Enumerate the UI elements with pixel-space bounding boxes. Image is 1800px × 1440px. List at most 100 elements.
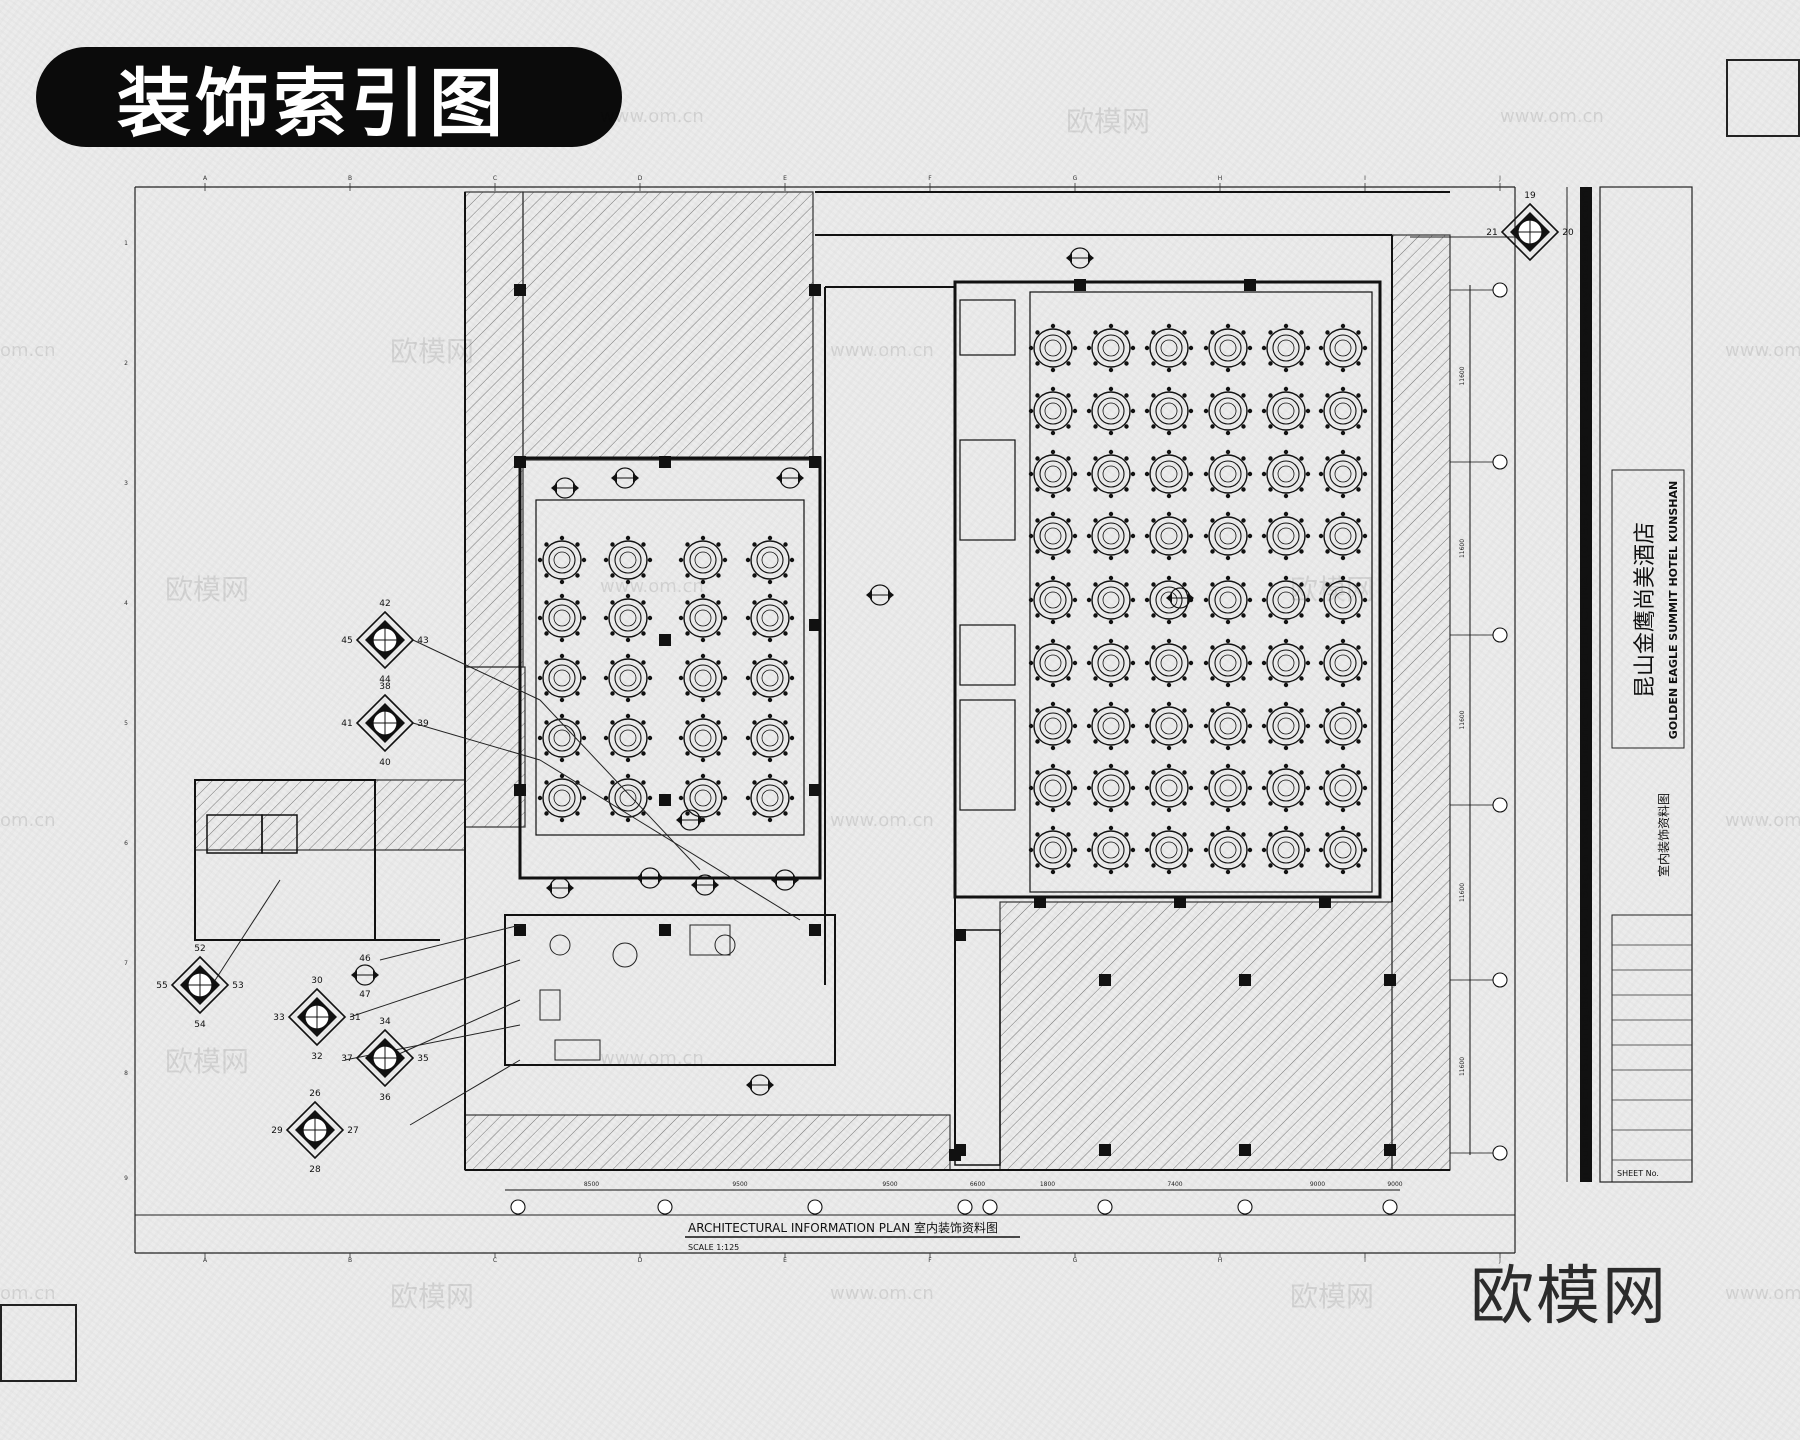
- round-table: [745, 713, 795, 763]
- round-table: [1086, 638, 1136, 688]
- round-table: [1086, 575, 1136, 625]
- round-table: [1261, 511, 1311, 561]
- grid-bubble: [657, 1199, 673, 1215]
- column-mark: [659, 456, 671, 468]
- round-table: [745, 535, 795, 585]
- round-table: [1203, 511, 1253, 561]
- column-mark: [514, 784, 526, 796]
- grid-bubble: [1492, 1145, 1508, 1161]
- round-table: [537, 713, 587, 763]
- round-table: [1318, 763, 1368, 813]
- grid-bubble: [1237, 1199, 1253, 1215]
- round-table: [1144, 386, 1194, 436]
- title-banner: 装饰索引图: [36, 47, 622, 147]
- round-table: [1203, 638, 1253, 688]
- round-table: [603, 593, 653, 643]
- watermark-url: www.om.cn: [1500, 106, 1604, 127]
- round-table: [1028, 638, 1078, 688]
- watermark-url: www.om.cn: [830, 1283, 934, 1304]
- grid-column-label: D: [638, 1257, 643, 1264]
- index-number: 45: [341, 636, 352, 646]
- round-table: [1318, 386, 1368, 436]
- plan-scale: SCALE 1:125: [688, 1243, 739, 1252]
- round-table: [1028, 511, 1078, 561]
- watermark-brand: 欧模网: [165, 573, 250, 606]
- watermark-url: om.cn: [0, 340, 56, 361]
- round-table: [1261, 386, 1311, 436]
- index-number: 35: [417, 1054, 428, 1064]
- watermark-url: www.om.cn: [830, 810, 934, 831]
- round-table: [1318, 825, 1368, 875]
- round-table: [745, 653, 795, 703]
- bottom-grid-bubbles: [505, 1189, 1400, 1215]
- round-table: [1028, 449, 1078, 499]
- round-table: [603, 713, 653, 763]
- dimension-value: 6600: [970, 1181, 985, 1188]
- leader-lines: [211, 236, 1520, 1126]
- grid-row-label: 7: [124, 960, 128, 967]
- column-mark: [1384, 974, 1396, 986]
- grid-row-label: 4: [124, 600, 128, 607]
- grid-column-label: H: [1218, 175, 1223, 182]
- grid-column-label: I: [1364, 1257, 1366, 1264]
- watermark-brand: 欧模网: [165, 1045, 250, 1078]
- round-table: [745, 773, 795, 823]
- column-mark: [809, 284, 821, 296]
- round-table: [1318, 575, 1368, 625]
- grid-column-label: E: [783, 175, 787, 182]
- index-number: 39: [417, 719, 429, 729]
- dimension-value: 9500: [882, 1181, 897, 1188]
- round-table: [678, 535, 728, 585]
- grid-column-label: H: [1218, 1257, 1223, 1264]
- dimension-value: 11600: [1459, 366, 1466, 385]
- column-mark: [949, 1149, 961, 1161]
- index-number: 44: [379, 675, 391, 685]
- watermark-url: www.om.cn: [1725, 340, 1800, 361]
- round-table: [1203, 701, 1253, 751]
- grid-column-label: G: [1073, 175, 1078, 182]
- grid-column-label: B: [348, 175, 352, 182]
- lounge-furniture: [539, 924, 736, 1061]
- grid-row-label: 3: [124, 480, 128, 487]
- dimension-value: 11600: [1459, 539, 1466, 558]
- column-mark: [1244, 279, 1256, 291]
- column-mark: [1319, 896, 1331, 908]
- grid-bubble: [957, 1199, 973, 1215]
- index-symbol: [171, 956, 229, 1014]
- round-table: [1144, 323, 1194, 373]
- column-mark: [1174, 896, 1186, 908]
- round-table: [1261, 638, 1311, 688]
- watermark-brand: 欧模网: [1290, 573, 1375, 606]
- page-title: 装饰索引图: [117, 60, 507, 147]
- round-table: [1203, 575, 1253, 625]
- grid-bubble: [1492, 282, 1508, 298]
- grid-column-label: B: [348, 1257, 352, 1264]
- index-number: 26: [309, 1089, 321, 1099]
- round-table: [1086, 701, 1136, 751]
- grid-column-label: G: [1073, 1257, 1078, 1264]
- grid-bubble: [1097, 1199, 1113, 1215]
- grid-bubble: [807, 1199, 823, 1215]
- round-table: [1261, 449, 1311, 499]
- round-table: [1028, 323, 1078, 373]
- grid-bubble: [982, 1199, 998, 1215]
- hotel-name-en: GOLDEN EAGLE SUMMIT HOTEL KUNSHAN: [1667, 481, 1680, 739]
- corner-box-bottom-left: [0, 1304, 77, 1382]
- round-table: [1028, 386, 1078, 436]
- hatched-zones: [194, 191, 1451, 1171]
- dimension-value: 1800: [1040, 1181, 1055, 1188]
- watermark-url: www.om.cn: [600, 1048, 704, 1069]
- watermark-url: www.om.cn: [1725, 810, 1800, 831]
- round-table: [1028, 701, 1078, 751]
- structural-columns: [514, 279, 1396, 1161]
- round-table: [1318, 638, 1368, 688]
